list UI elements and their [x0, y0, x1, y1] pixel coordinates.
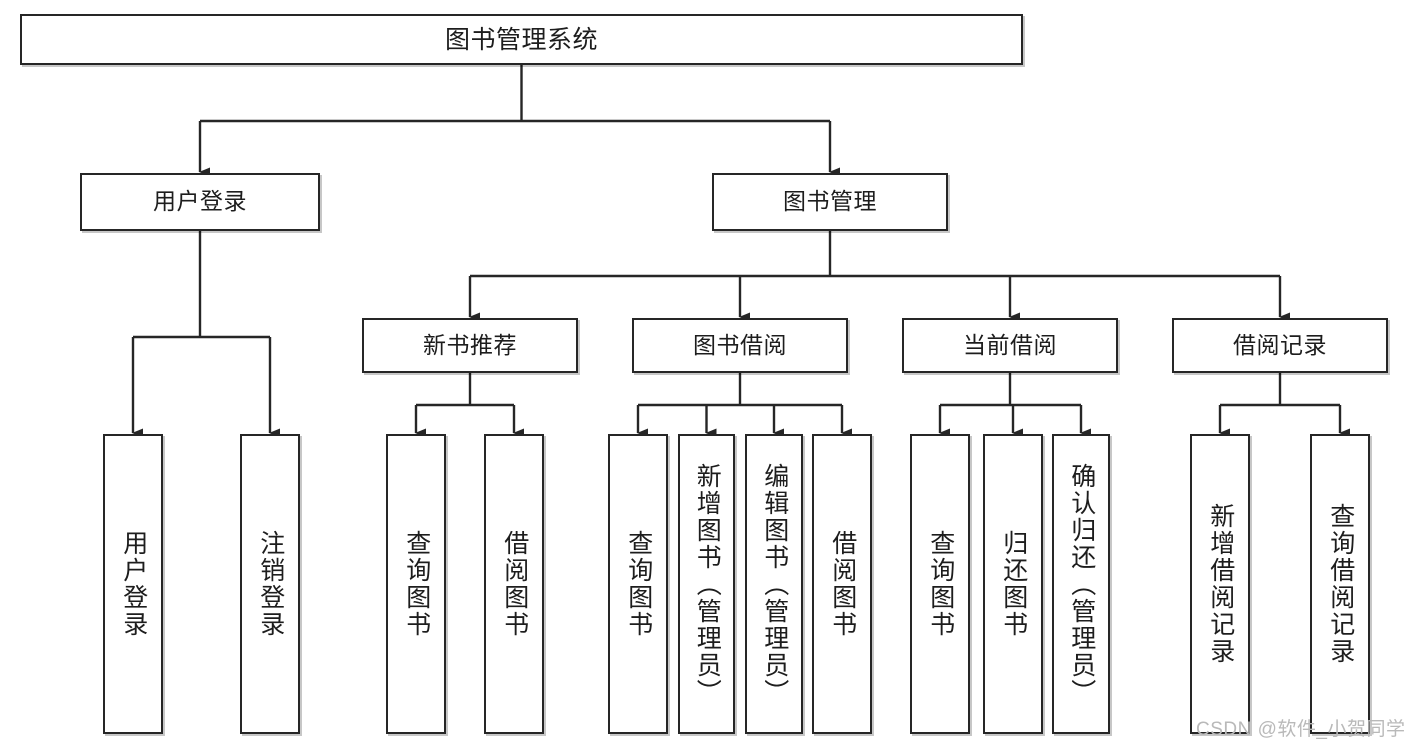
- node-label: 图书借阅: [693, 331, 787, 358]
- node-label: 查询图书: [624, 530, 653, 638]
- node-label: 查询图书: [402, 530, 431, 638]
- node-user-login[interactable]: 用户登录: [80, 173, 320, 231]
- node-leaf-query-book-1[interactable]: 查询图书: [386, 434, 446, 734]
- node-label: 注销登录: [256, 530, 285, 638]
- node-leaf-query-book-2[interactable]: 查询图书: [608, 434, 668, 734]
- node-root[interactable]: 图书管理系统: [20, 14, 1023, 65]
- node-label: 确认归还（管理员）: [1067, 462, 1096, 706]
- node-label: 新增图书（管理员）: [693, 462, 722, 706]
- node-label: 查询图书: [926, 530, 955, 638]
- node-leaf-borrow-book-1[interactable]: 借阅图书: [484, 434, 544, 734]
- node-label: 当前借阅: [963, 331, 1057, 358]
- node-new-book-rec[interactable]: 新书推荐: [362, 318, 578, 373]
- node-label: 图书管理: [783, 188, 877, 215]
- node-label: 借阅图书: [500, 530, 529, 638]
- node-label: 归还图书: [999, 530, 1028, 638]
- node-label: 借阅图书: [828, 530, 857, 638]
- node-leaf-user-login[interactable]: 用户登录: [103, 434, 163, 734]
- node-label: 用户登录: [119, 530, 148, 638]
- node-leaf-edit-book[interactable]: 编辑图书（管理员）: [745, 434, 803, 734]
- node-label: 图书管理系统: [444, 25, 598, 54]
- node-label: 新增借阅记录: [1206, 503, 1235, 665]
- node-label: 编辑图书（管理员）: [760, 462, 789, 706]
- node-leaf-borrow-book-2[interactable]: 借阅图书: [812, 434, 872, 734]
- node-leaf-query-book-3[interactable]: 查询图书: [910, 434, 970, 734]
- node-label: 查询借阅记录: [1326, 503, 1355, 665]
- node-current-borrow[interactable]: 当前借阅: [902, 318, 1118, 373]
- node-leaf-add-book[interactable]: 新增图书（管理员）: [678, 434, 735, 734]
- node-leaf-query-record[interactable]: 查询借阅记录: [1310, 434, 1370, 734]
- node-label: 借阅记录: [1233, 331, 1327, 358]
- node-book-borrow[interactable]: 图书借阅: [632, 318, 848, 373]
- node-leaf-confirm-return[interactable]: 确认归还（管理员）: [1052, 434, 1110, 734]
- node-borrow-record[interactable]: 借阅记录: [1172, 318, 1388, 373]
- node-leaf-add-record[interactable]: 新增借阅记录: [1190, 434, 1250, 734]
- node-leaf-return-book[interactable]: 归还图书: [983, 434, 1043, 734]
- node-book-manage[interactable]: 图书管理: [712, 173, 948, 231]
- node-leaf-user-logout[interactable]: 注销登录: [240, 434, 300, 734]
- node-label: 新书推荐: [423, 331, 517, 358]
- node-label: 用户登录: [153, 188, 247, 215]
